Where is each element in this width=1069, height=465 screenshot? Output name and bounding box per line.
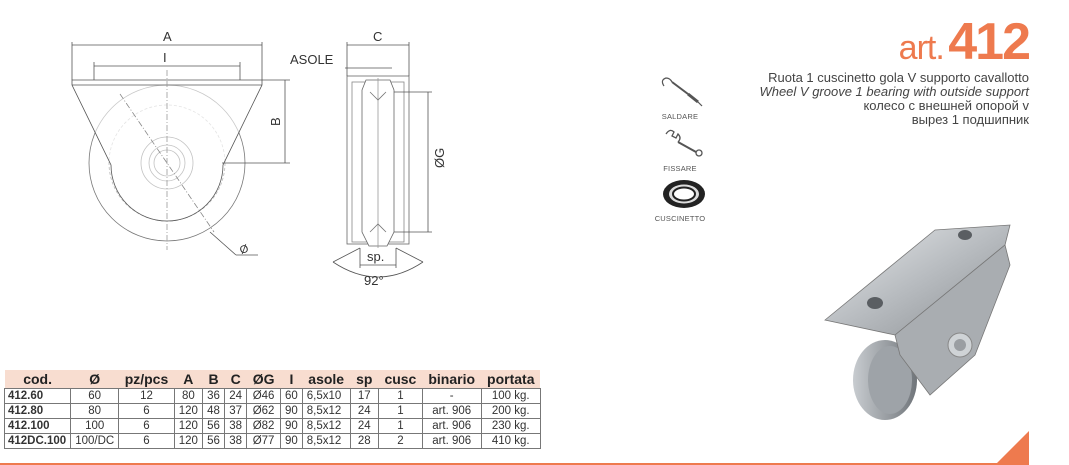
header-diameter: Ø [70,370,119,389]
dim-g-label: ØG [432,148,447,168]
cell: 24 [349,418,379,434]
cell: 6,5x10 [301,388,351,404]
header-cusc: cusc [378,370,423,389]
cell: 80 [70,403,120,419]
table-row: 412DC.100 100/DC 6 120 56 38 Ø77 90 8,5x… [3,433,541,449]
cell: 410 kg. [480,433,541,449]
description-ru-2: вырез 1 подшипник [911,112,1029,127]
header-cod: cod. [4,370,71,389]
cell: 100 [70,418,120,434]
cell: 6 [118,433,175,449]
header-c: C [224,370,247,389]
cell: 56 [201,433,226,449]
cell: 38 [224,433,248,449]
cell: art. 906 [421,433,482,449]
cell: 100/DC [70,433,120,449]
bearing-icon [663,180,705,208]
cell: Ø62 [246,403,281,419]
bearing-label: CUSCINETTO [654,214,706,223]
dim-a-label: A [163,29,172,44]
cell: 8,5x12 [301,433,351,449]
cell-cod: 412.80 [3,403,72,419]
corner-accent [995,431,1029,465]
cell: 24 [349,403,379,419]
table-row: 412.60 60 12 80 36 24 Ø46 60 6,5x10 17 1… [3,388,541,404]
cell-cod: 412DC.100 [3,433,72,449]
cell: 8,5x12 [301,418,351,434]
cell: 60 [70,388,120,404]
cell: Ø46 [246,388,281,404]
angle-label: 92° [364,273,384,288]
cell: 37 [224,403,248,419]
cell: Ø77 [246,433,281,449]
cell: 2 [377,433,423,449]
description-en: Wheel V groove 1 bearing with outside su… [759,84,1029,99]
cell: 200 kg. [480,403,541,419]
cell: 38 [224,418,248,434]
cell: 1 [377,418,423,434]
sp-label: sp. [367,249,384,264]
header-portata: portata [481,370,541,389]
product-description: Ruota 1 cuscinetto gola V supporto caval… [759,71,1029,127]
description-ru-1: колесо с внешней опорой v [863,98,1029,113]
accent-line [0,463,1029,465]
cell: 12 [118,388,175,404]
description-it: Ruota 1 cuscinetto gola V supporto caval… [768,70,1029,85]
cell: art. 906 [421,418,482,434]
cell: 56 [201,418,226,434]
cell: 17 [349,388,379,404]
technical-drawing: A I B C ASOLE ØG Ø sp. 92° [71,29,447,288]
header-binario: binario [422,370,482,389]
cell: 6 [118,418,175,434]
cell: 120 [173,403,203,419]
article-title: art. 412 [898,12,1031,72]
cell-cod: 412.100 [3,418,72,434]
specs-table: cod. Ø pz/pcs A B C ØG I asole sp cusc b… [3,370,541,449]
cell: 60 [279,388,303,404]
cell: 1 [377,388,423,404]
article-number: 412 [948,13,1031,71]
table-header-row: cod. Ø pz/pcs A B C ØG I asole sp cusc b… [4,370,541,389]
article-prefix: art. [898,29,945,67]
cell: 48 [201,403,226,419]
header-b: B [202,370,225,389]
header-a: A [174,370,203,389]
header-i: I [280,370,303,389]
wrench-icon [665,129,703,157]
cell: 36 [201,388,226,404]
header-sp: sp [350,370,379,389]
header-asole: asole [302,370,351,389]
weld-label: SALDARE [661,112,699,121]
cell-cod: 412.60 [3,388,72,404]
asole-label: ASOLE [290,52,334,67]
table-row: 412.80 80 6 120 48 37 Ø62 90 8,5x12 24 1… [3,403,541,419]
cell: 90 [279,403,303,419]
cell: 230 kg. [480,418,541,434]
cell: 24 [224,388,248,404]
cell: 80 [173,388,203,404]
header-pcs: pz/pcs [118,370,175,389]
cell: - [421,388,482,404]
cell: 1 [377,403,423,419]
cell: art. 906 [421,403,482,419]
dim-c-label: C [373,29,382,44]
cell: 90 [279,433,303,449]
cell: Ø82 [246,418,281,434]
header-g: ØG [246,370,281,389]
cell: 120 [173,433,203,449]
cell: 6 [118,403,175,419]
dim-b-label: B [268,117,283,126]
cell: 120 [173,418,203,434]
cell: 100 kg. [480,388,541,404]
weld-icon [661,77,703,107]
cell: 28 [349,433,379,449]
dim-i-label: I [163,50,167,65]
product-photo [824,224,1011,420]
cell: 90 [279,418,303,434]
table-row: 412.100 100 6 120 56 38 Ø82 90 8,5x12 24… [3,418,541,434]
wrench-label: FISSARE [663,164,697,173]
cell: 8,5x12 [301,403,351,419]
